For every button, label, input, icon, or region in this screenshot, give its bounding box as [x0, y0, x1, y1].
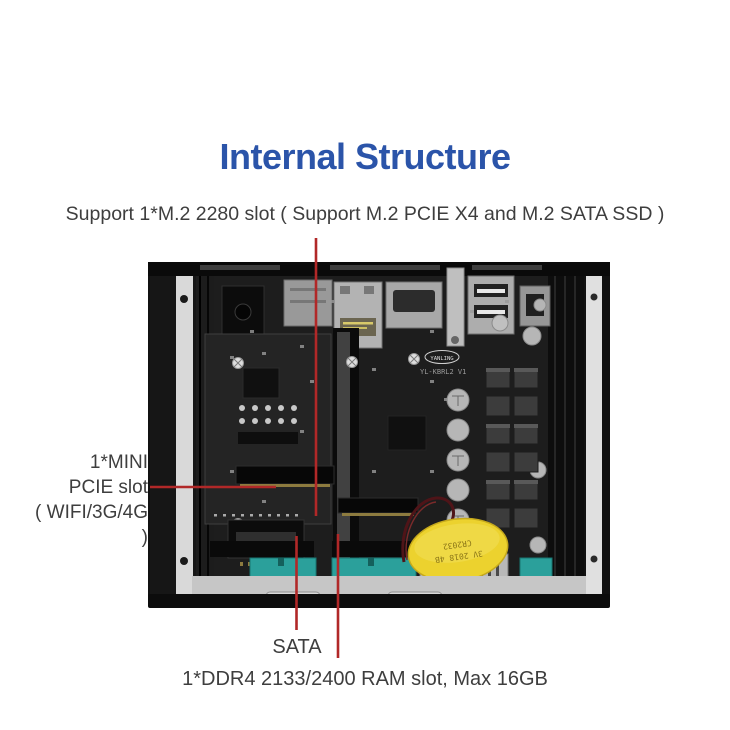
annotation-lines — [150, 238, 340, 658]
ram-label: 1*DDR4 2133/2400 RAM slot, Max 16GB — [182, 668, 548, 690]
mini-pcie-slot — [235, 465, 335, 487]
case-right-rail — [548, 268, 602, 602]
mini-pcie-label-line2: PCIE slot — [68, 477, 148, 498]
inductors — [485, 367, 539, 529]
page-title: Internal Structure — [219, 136, 511, 177]
ram-slot — [210, 541, 553, 580]
battery-wire-2 — [405, 501, 437, 561]
board-brand-text: YANLING — [430, 356, 453, 362]
mini-pcie-label: 1*MINI PCIE slot ( WIFI/3G/4G ) — [30, 450, 148, 550]
m2-slot-caption: Support 1*M.2 2280 slot ( Support M.2 PC… — [65, 203, 665, 225]
cmos-battery: 3V 2018 4B CR2032 — [407, 517, 509, 583]
battery-wire — [401, 496, 455, 563]
m2-connector — [337, 497, 419, 516]
hdmi-port — [385, 281, 443, 329]
board-branding: YANLING YL-KBRL2 V1 — [420, 350, 466, 376]
case-left-rail — [150, 264, 214, 606]
cpu-chip — [387, 415, 427, 451]
mini-pc-case: YANLING YL-KBRL2 V1 — [148, 262, 610, 608]
mini-pcie-label-line3: ( WIFI/3G/4G ) — [35, 502, 148, 548]
board-model-text: YL-KBRL2 V1 — [420, 368, 466, 376]
mini-pcie-label-line1: 1*MINI — [89, 452, 148, 473]
case-bottom-edge — [148, 576, 610, 608]
battery-text-2: CR2032 — [442, 538, 472, 551]
daughter-board — [204, 333, 332, 525]
sata-label: SATA — [272, 636, 322, 658]
